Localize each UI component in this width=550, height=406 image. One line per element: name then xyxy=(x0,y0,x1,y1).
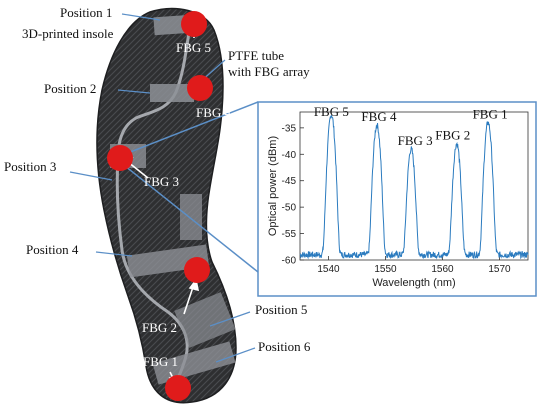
peak-label: FBG 1 xyxy=(473,107,508,122)
tape-strip xyxy=(126,244,210,278)
fbg5-marker xyxy=(181,11,207,37)
ptfe-label-line1: PTFE tube xyxy=(228,48,284,63)
y-tick-label: -60 xyxy=(282,256,297,267)
tape-strip xyxy=(174,292,236,348)
y-axis-ticks: -35 -40 -45 -50 -55 -60 xyxy=(282,123,304,267)
fbg4-label: FBG 4 xyxy=(196,105,232,120)
fbg-markers xyxy=(107,11,213,401)
y-tick-label: -50 xyxy=(282,203,297,214)
position2-label: Position 2 xyxy=(44,81,96,96)
position1-label: Position 1 xyxy=(60,5,112,20)
tape-strip xyxy=(180,194,202,240)
spectrum-line xyxy=(299,114,529,260)
tape-strip xyxy=(152,341,236,385)
fbg3-label: FBG 3 xyxy=(144,174,179,189)
insole-label: 3D-printed insole xyxy=(22,26,114,41)
y-axis-label: Optical power (dBm) xyxy=(267,136,279,236)
fbg2-label: FBG 2 xyxy=(142,320,177,335)
position5-label: Position 5 xyxy=(255,302,307,317)
y-tick-label: -55 xyxy=(282,229,297,240)
fbg4-marker xyxy=(187,75,213,101)
peak-label: FBG 2 xyxy=(435,128,470,143)
position6-label: Position 6 xyxy=(258,339,311,354)
x-tick-label: 1540 xyxy=(317,264,340,275)
peak-label: FBG 4 xyxy=(361,109,397,124)
fbg2-marker xyxy=(184,257,210,283)
spectrum-chart: -35 -40 -45 -50 -55 -60 1540 1550 1560 1570 FBG … xyxy=(257,101,537,297)
x-tick-label: 1560 xyxy=(431,264,454,275)
fbg1-label: FBG 1 xyxy=(143,354,178,369)
y-tick-label: -45 xyxy=(282,176,297,187)
y-tick-label: -35 xyxy=(282,123,297,134)
y-tick-label: -40 xyxy=(282,150,297,161)
x-axis-label: Wavelength (nm) xyxy=(372,277,455,289)
x-tick-label: 1570 xyxy=(488,264,511,275)
fbg1-marker xyxy=(165,375,191,401)
ptfe-label-line2: with FBG array xyxy=(228,64,310,79)
leader-lines xyxy=(69,13,256,363)
position4-label: Position 4 xyxy=(26,242,79,257)
fbg3-marker xyxy=(107,145,133,171)
position3-label: Position 3 xyxy=(4,159,56,174)
x-tick-label: 1550 xyxy=(374,264,397,275)
chart-callout-lines xyxy=(119,101,259,273)
insole-illustration xyxy=(96,7,237,404)
peak-label: FBG 5 xyxy=(314,104,349,119)
peak-label: FBG 3 xyxy=(398,133,433,148)
tape-strip xyxy=(150,84,194,102)
fbg5-label: FBG 5 xyxy=(176,40,211,55)
